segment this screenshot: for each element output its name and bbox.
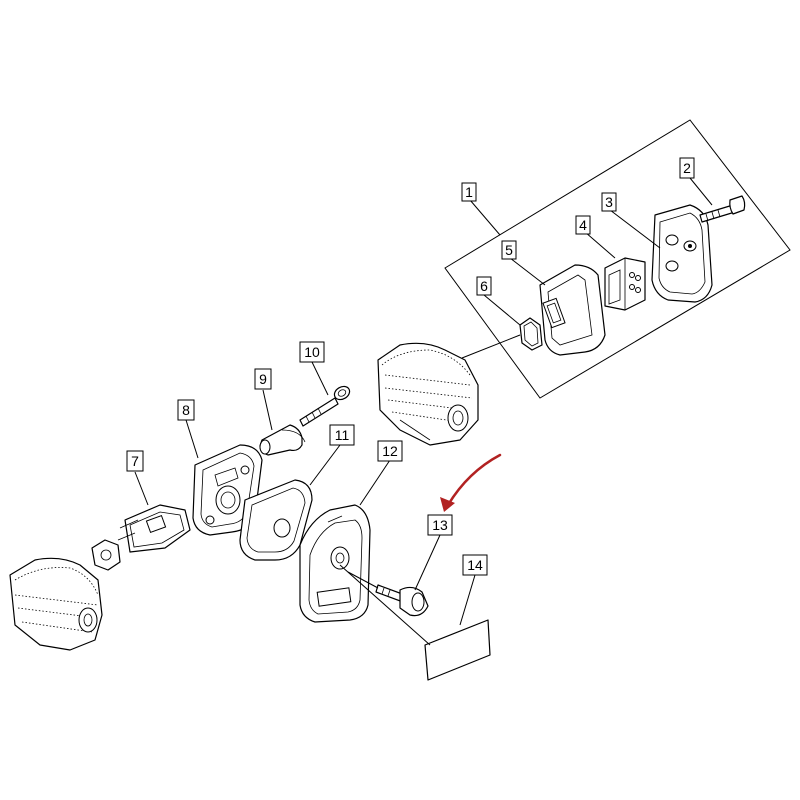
callout-6[interactable]: 6: [476, 276, 492, 296]
part-13-knob-screw[interactable]: [375, 584, 429, 617]
part-3-muffler-cover[interactable]: [651, 204, 713, 303]
callout-13[interactable]: 13: [427, 514, 453, 536]
leader-9: [262, 389, 273, 431]
callout-5-label: 5: [505, 242, 513, 258]
part-9-tube[interactable]: [259, 424, 306, 456]
callout-1-label: 1: [465, 184, 473, 200]
carburetor-gasket: [91, 539, 121, 571]
callout-8-label: 8: [182, 402, 190, 418]
callout-12-label: 12: [382, 443, 398, 459]
callout-9[interactable]: 9: [254, 368, 272, 390]
callout-8[interactable]: 8: [177, 399, 195, 421]
callout-14-label: 14: [467, 557, 483, 573]
callout-5[interactable]: 5: [501, 240, 517, 260]
callout-3-label: 3: [605, 194, 613, 210]
leader-13: [414, 534, 441, 591]
callout-13-label: 13: [432, 517, 448, 533]
engine-cylinder-lower: [9, 557, 103, 651]
leader-11: [309, 444, 341, 486]
part-12-air-filter-cover[interactable]: [299, 504, 371, 623]
callout-1[interactable]: 1: [461, 182, 477, 202]
callout-4-label: 4: [579, 217, 587, 233]
part-11-gasket[interactable]: [239, 479, 313, 561]
part-14-label[interactable]: [424, 619, 491, 681]
highlight-arrow: [440, 453, 502, 512]
leader-14: [459, 574, 476, 626]
engine-cylinder-upper: [377, 342, 479, 446]
leader-6: [483, 294, 521, 326]
callout-7[interactable]: 7: [126, 450, 144, 472]
callout-6-label: 6: [480, 278, 488, 294]
part-4-spark-arrestor[interactable]: [604, 257, 646, 311]
callout-10[interactable]: 10: [299, 341, 325, 363]
leader-10: [311, 361, 329, 396]
leader-1: [469, 199, 501, 236]
leader-4: [584, 231, 616, 259]
assembly-1-boundary: [444, 119, 791, 399]
part-2-bolt[interactable]: [699, 195, 746, 223]
part-5-muffler-body[interactable]: [539, 264, 606, 356]
callout-12[interactable]: 12: [377, 440, 403, 462]
callout-11[interactable]: 11: [329, 424, 355, 446]
leader-5: [509, 257, 546, 286]
callout-7-label: 7: [131, 453, 139, 469]
callout-3[interactable]: 3: [601, 192, 617, 212]
callout-2[interactable]: 2: [679, 157, 695, 179]
part-7-carburetor[interactable]: [117, 504, 191, 553]
callout-2-label: 2: [683, 160, 691, 176]
callout-4[interactable]: 4: [575, 215, 591, 235]
leader-2: [689, 177, 713, 206]
leader-8: [185, 419, 199, 459]
leader-3: [609, 209, 661, 249]
part-6-gasket[interactable]: [519, 317, 543, 351]
leader-cover-to-knob: [347, 571, 379, 589]
callout-9-label: 9: [259, 371, 267, 387]
leader-cover-to-label: [339, 564, 431, 646]
callout-11-label: 11: [335, 427, 350, 443]
callout-14[interactable]: 14: [462, 554, 488, 576]
leader-7: [134, 471, 149, 506]
part-10-bolt[interactable]: [299, 384, 352, 427]
leader-12: [359, 459, 391, 506]
leader-6-to-engine: [461, 334, 521, 359]
callout-10-label: 10: [304, 344, 320, 360]
